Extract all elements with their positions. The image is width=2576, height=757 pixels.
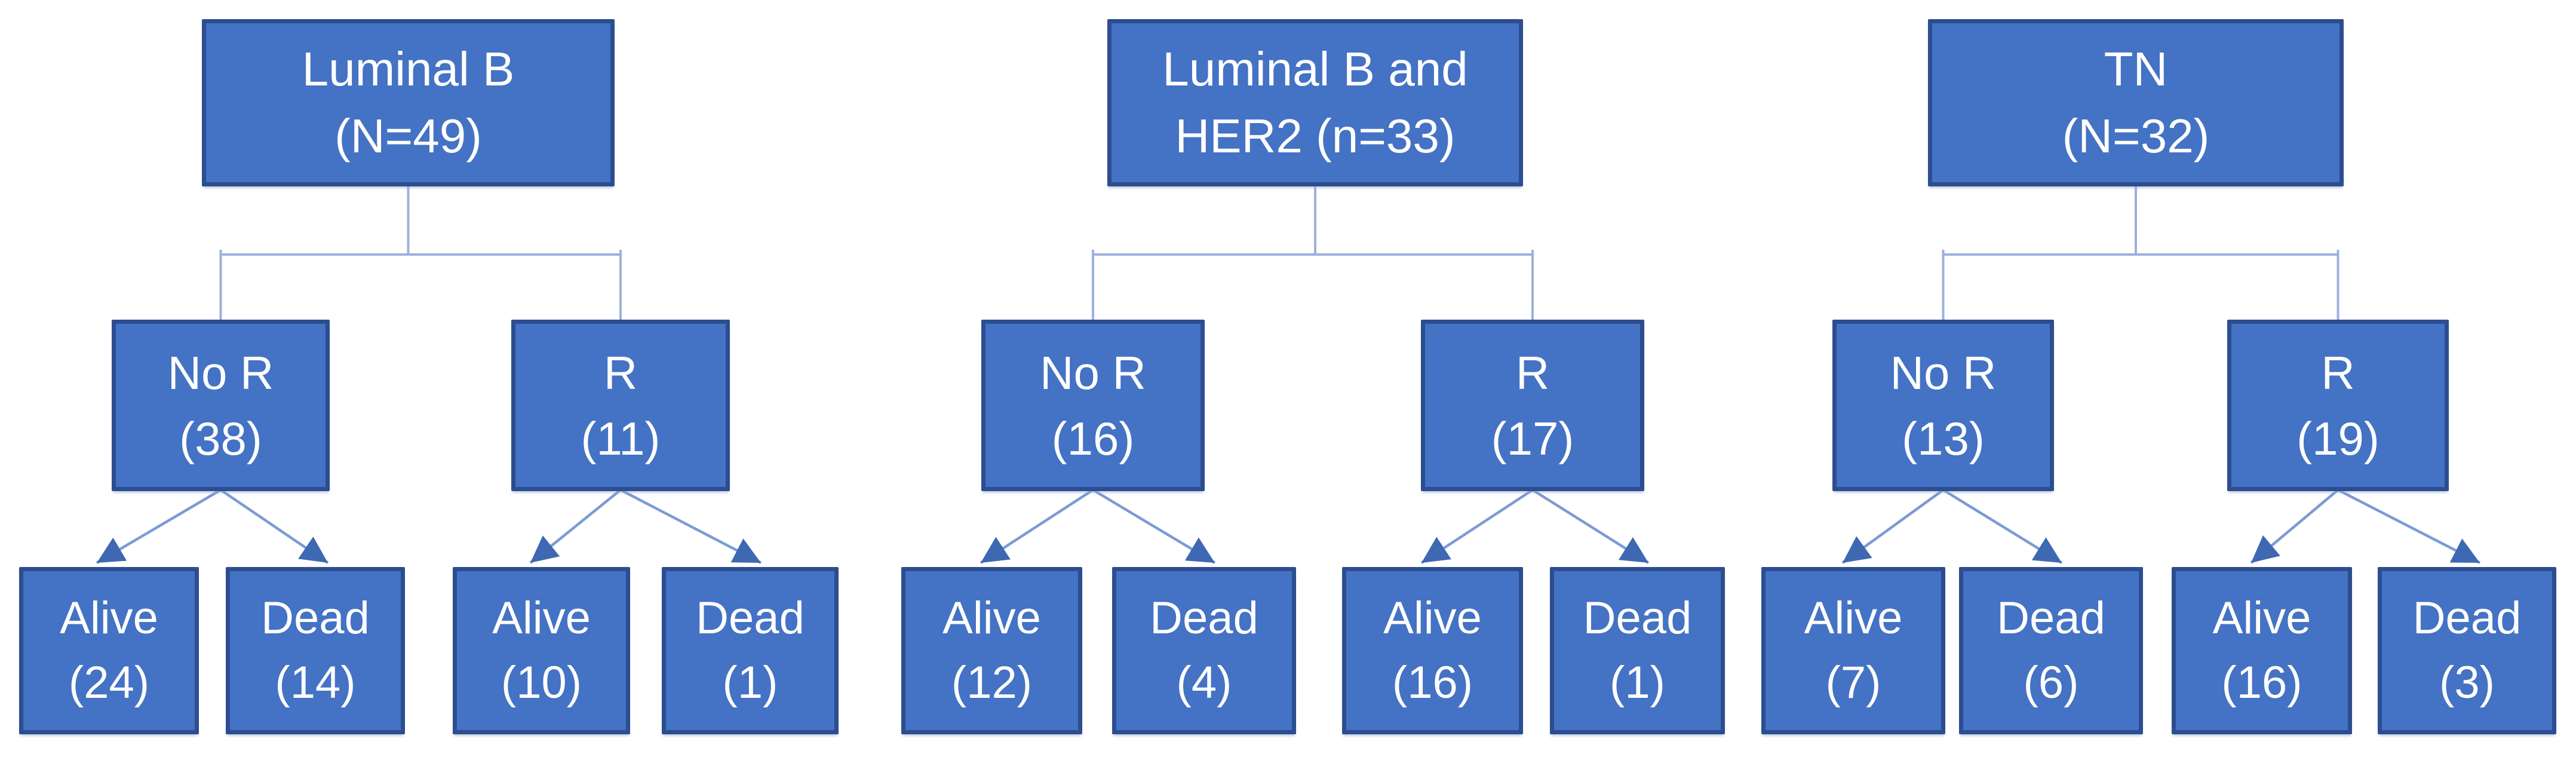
tree3-r-to-dead-arrow bbox=[2337, 488, 2481, 565]
node-text-line2: (7) bbox=[1825, 657, 1881, 708]
node-text-line1: No R bbox=[167, 346, 274, 399]
tree2-root-elbow-connector bbox=[1092, 186, 1534, 320]
node-text-line2: (17) bbox=[1491, 412, 1574, 465]
node-text-line2: (N=49) bbox=[334, 109, 482, 163]
node-text-line1: Luminal B and bbox=[1162, 42, 1468, 96]
tree1-nor-to-alive-arrow bbox=[96, 489, 222, 564]
luminal-b-root-box: Luminal B (N=49) bbox=[202, 19, 615, 186]
tree3-nor-to-dead-arrow bbox=[1942, 489, 2063, 564]
node-text-line2: (3) bbox=[2439, 657, 2495, 708]
tree2-no-r-alive-box: Alive (12) bbox=[901, 567, 1082, 734]
node-text-line1: Dead bbox=[1583, 593, 1692, 643]
tree2-r-box: R (17) bbox=[1421, 320, 1644, 491]
node-text-line1: Alive bbox=[942, 593, 1041, 643]
node-text-line2: (19) bbox=[2296, 412, 2380, 465]
node-text-line2: (16) bbox=[1392, 657, 1473, 708]
node-text-line1: Alive bbox=[60, 593, 158, 643]
node-text-line1: Alive bbox=[1804, 593, 1903, 643]
node-text-line1: Alive bbox=[492, 593, 591, 643]
node-text-line2: (1) bbox=[722, 657, 778, 708]
tree2-nor-to-dead-arrow bbox=[1092, 489, 1216, 564]
node-text-line2: (16) bbox=[2221, 657, 2302, 708]
tree3-nor-to-alive-arrow bbox=[1841, 489, 1944, 564]
node-text-line2: (38) bbox=[179, 412, 262, 465]
tree1-r-to-dead-arrow bbox=[619, 489, 762, 564]
tree1-r-dead-box: Dead (1) bbox=[662, 567, 839, 734]
node-text-line1: Dead bbox=[2412, 593, 2522, 643]
node-text-line1: TN bbox=[2104, 42, 2168, 96]
tree3-root-elbow-connector bbox=[1942, 186, 2339, 320]
node-text-line2: (1) bbox=[1610, 657, 1665, 708]
tree1-no-r-dead-box: Dead (14) bbox=[226, 567, 405, 734]
node-text-line2: (13) bbox=[1902, 412, 1985, 465]
tree1-r-to-alive-arrow bbox=[529, 489, 622, 564]
node-text-line1: R bbox=[1515, 346, 1550, 399]
node-text-line1: Dead bbox=[261, 593, 370, 643]
node-text-line1: Dead bbox=[696, 593, 805, 643]
tree1-r-box: R (11) bbox=[511, 320, 730, 491]
node-text-line1: Alive bbox=[1383, 593, 1482, 643]
tree1-no-r-box: No R (38) bbox=[112, 320, 330, 491]
node-text-line2: (16) bbox=[1051, 412, 1135, 465]
tree3-r-to-alive-arrow bbox=[2250, 489, 2339, 564]
node-text-line2: (12) bbox=[951, 657, 1033, 708]
tn-root-box: TN (N=32) bbox=[1928, 19, 2344, 186]
tree2-r-alive-box: Alive (16) bbox=[1342, 567, 1523, 734]
node-text-line1: R bbox=[2321, 346, 2355, 399]
tree2-r-to-dead-arrow bbox=[1531, 489, 1650, 564]
node-text-line2: (24) bbox=[68, 657, 150, 708]
luminal-b-her2-root-box: Luminal B and HER2 (n=33) bbox=[1107, 19, 1523, 186]
tree3-r-box: R (19) bbox=[2227, 320, 2449, 491]
node-text-line2: (N=32) bbox=[2062, 109, 2210, 163]
node-text-line2: (14) bbox=[275, 657, 356, 708]
tree1-no-r-alive-box: Alive (24) bbox=[19, 567, 199, 734]
tree2-r-to-alive-arrow bbox=[1420, 489, 1534, 564]
tree1-nor-to-dead-arrow bbox=[220, 489, 329, 564]
tree2-no-r-dead-box: Dead (4) bbox=[1112, 567, 1296, 734]
node-text-line2: (11) bbox=[581, 412, 661, 465]
tree2-r-dead-box: Dead (1) bbox=[1550, 567, 1725, 734]
node-text-line1: R bbox=[603, 346, 638, 399]
tree3-no-r-dead-box: Dead (6) bbox=[1959, 567, 2143, 734]
node-text-line1: Luminal B bbox=[302, 42, 515, 96]
tree3-r-alive-box: Alive (16) bbox=[2172, 567, 2352, 734]
node-text-line1: Alive bbox=[2212, 593, 2311, 643]
tree2-nor-to-alive-arrow bbox=[980, 489, 1094, 564]
node-text-line2: HER2 (n=33) bbox=[1175, 109, 1456, 163]
node-text-line1: No R bbox=[1040, 346, 1146, 399]
node-text-line2: (10) bbox=[501, 657, 582, 708]
tree2-no-r-box: No R (16) bbox=[981, 320, 1205, 491]
node-text-line1: Dead bbox=[1150, 593, 1258, 643]
node-text-line1: Dead bbox=[1997, 593, 2105, 643]
tree3-r-dead-box: Dead (3) bbox=[2378, 567, 2556, 734]
tree1-root-elbow-connector bbox=[219, 186, 622, 320]
node-text-line2: (6) bbox=[2023, 657, 2079, 708]
node-text-line1: No R bbox=[1890, 346, 1997, 399]
node-text-line2: (4) bbox=[1176, 657, 1232, 708]
tree3-no-r-alive-box: Alive (7) bbox=[1761, 567, 1945, 734]
tree3-no-r-box: No R (13) bbox=[1832, 320, 2054, 491]
tree1-r-alive-box: Alive (10) bbox=[453, 567, 630, 734]
